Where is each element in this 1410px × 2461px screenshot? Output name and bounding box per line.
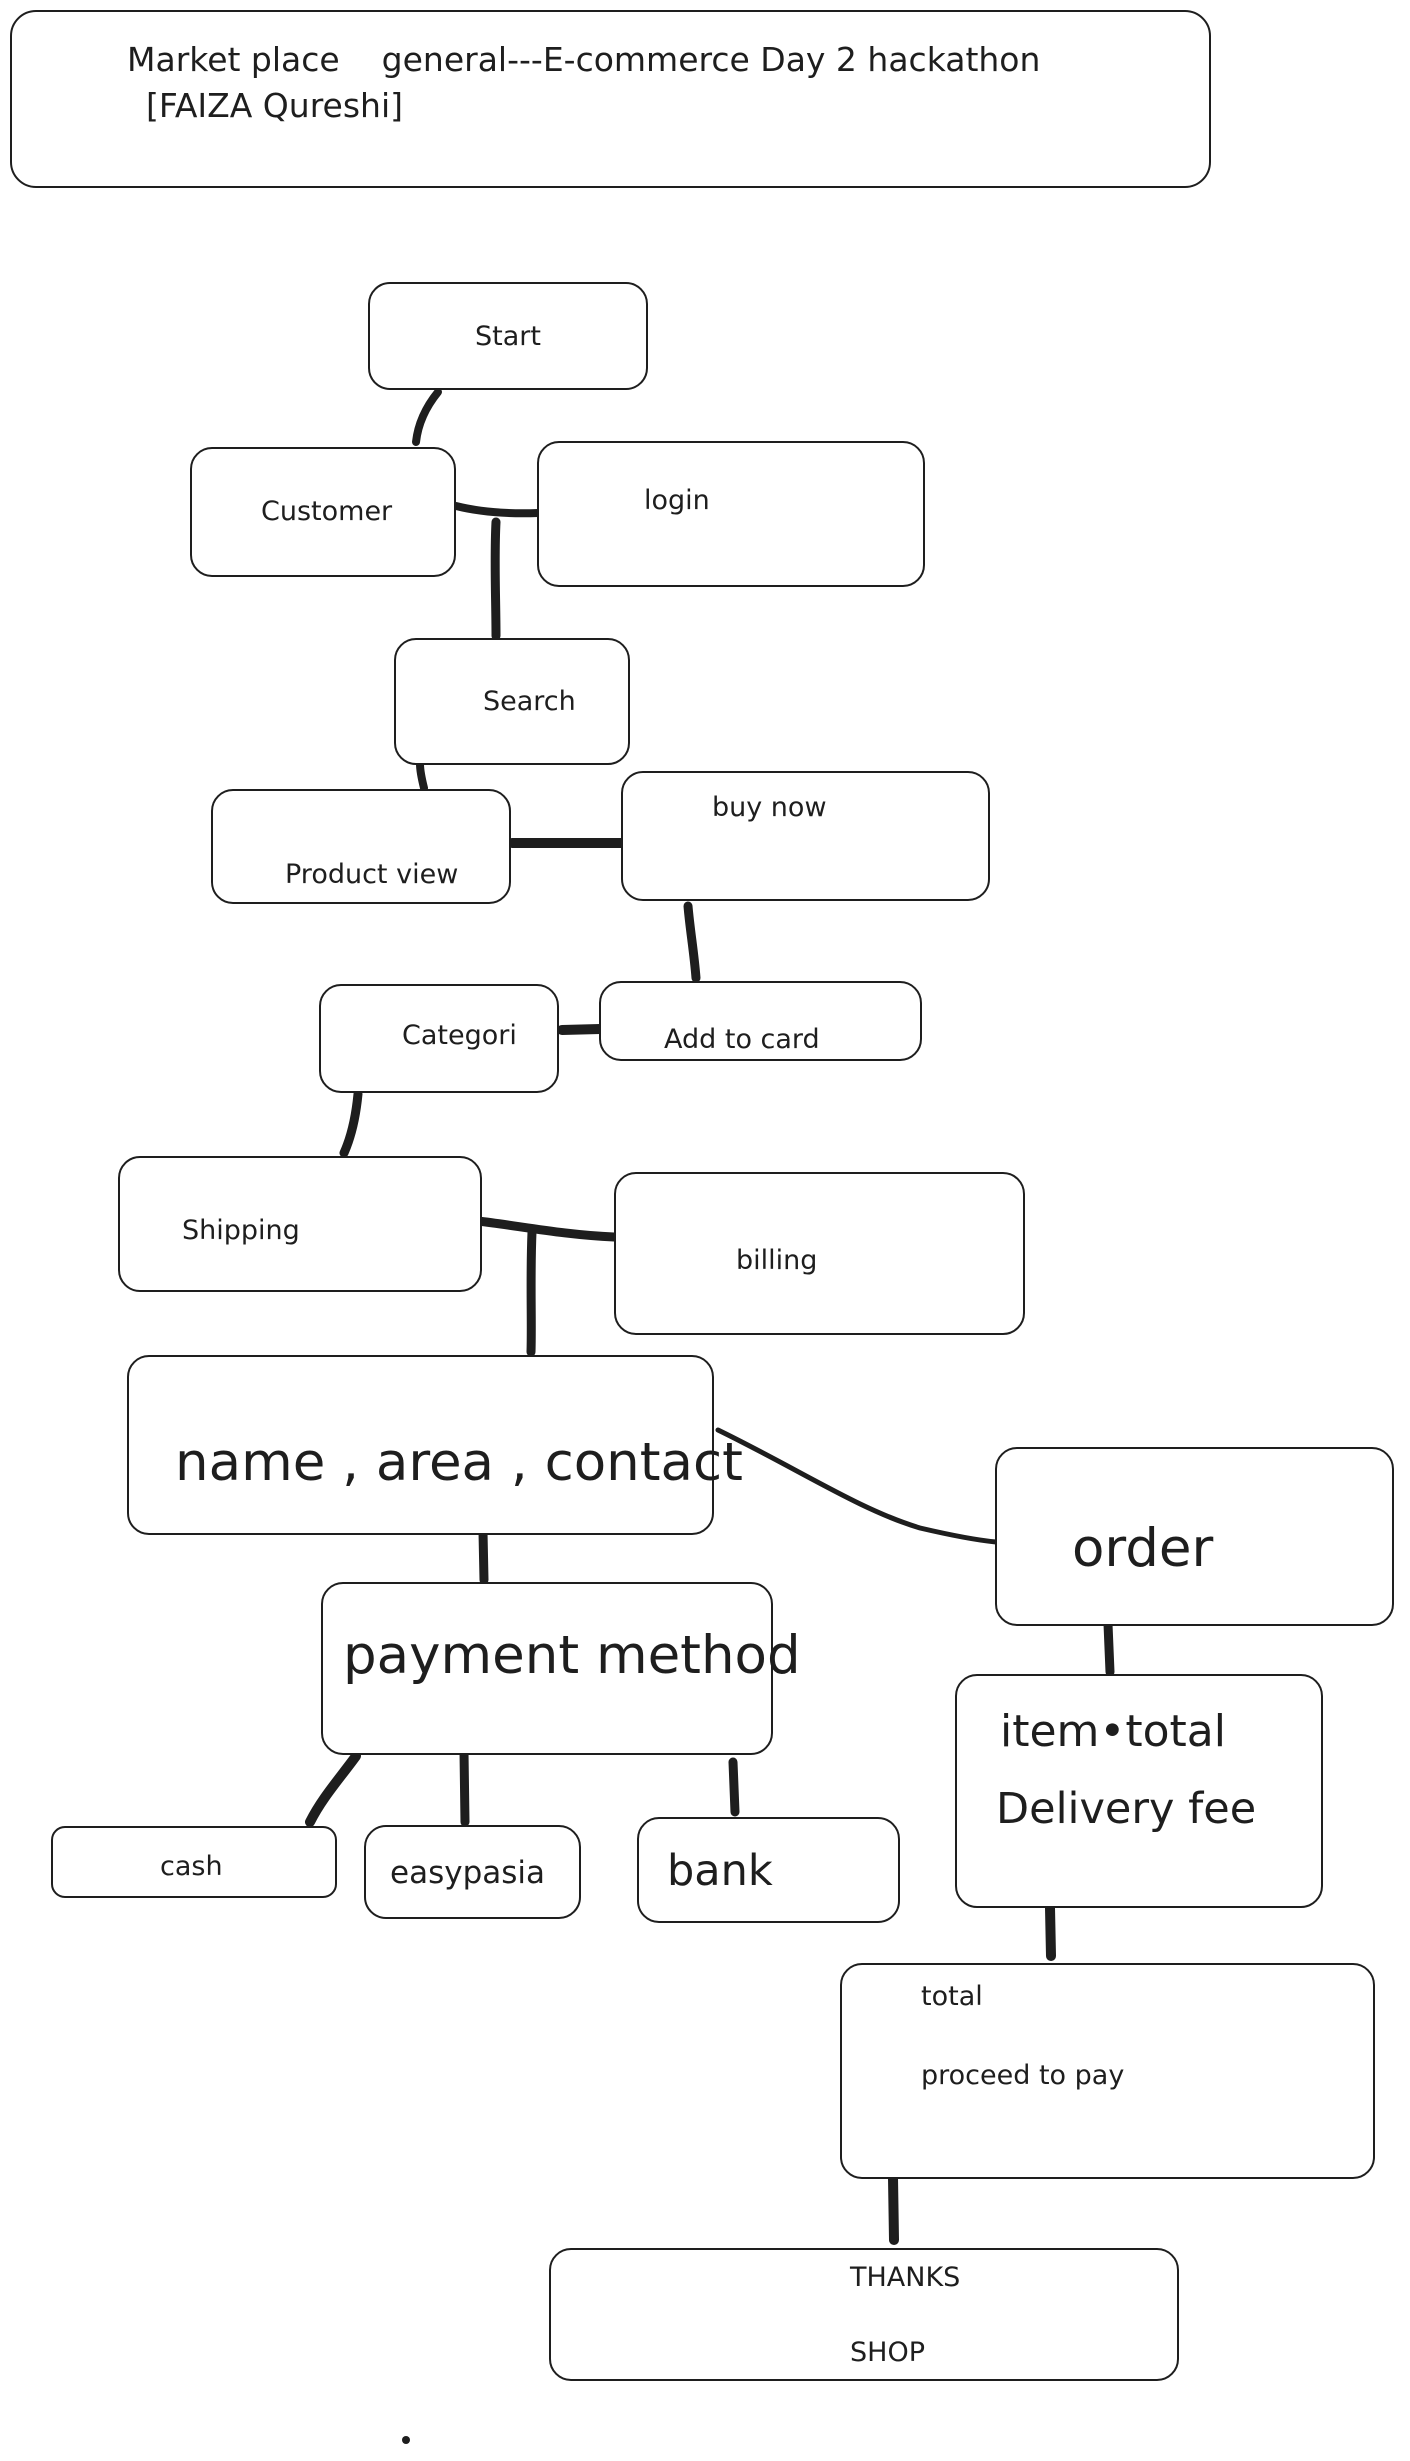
node-product-view-label: Product view <box>285 859 459 890</box>
node-login <box>537 441 925 587</box>
node-easypasia <box>364 1825 581 1919</box>
node-login-label: login <box>644 485 710 516</box>
node-shipping <box>118 1156 482 1292</box>
node-thanks-shop <box>549 2248 1179 2381</box>
node-buy-now-label: buy now <box>712 792 827 823</box>
node-add-to-card-label: Add to card <box>664 1024 820 1055</box>
edge-customer-search <box>490 517 501 641</box>
edge-order-itemtotal <box>1103 1619 1115 1677</box>
node-delivery-fee-label: Delivery fee <box>996 1784 1257 1834</box>
node-product-view <box>211 789 511 904</box>
edge-total-thanks <box>888 2173 899 2245</box>
node-categori-label: Categori <box>402 1020 517 1051</box>
edge-namearea-payment <box>478 1527 489 1585</box>
node-item-total <box>955 1674 1323 1908</box>
edge-payment-easypasia <box>459 1747 470 1827</box>
edge-payment-cash <box>305 1751 361 1827</box>
node-shipping-label: Shipping <box>182 1215 300 1246</box>
node-order <box>995 1447 1394 1626</box>
node-order-label: order <box>1072 1518 1214 1579</box>
edge-categori-addtocard <box>557 1024 605 1035</box>
author-name: [FAIZA Qureshi] <box>146 86 403 125</box>
edge-buynow-addtocard <box>683 901 701 983</box>
node-total-label: total <box>921 1981 983 2012</box>
node-bank <box>637 1817 900 1923</box>
node-thanks-label: THANKS <box>850 2262 961 2293</box>
node-start-label: Start <box>475 321 541 352</box>
node-proceed-to-pay-label: proceed to pay <box>921 2060 1125 2091</box>
edge-shipping-billing <box>473 1216 619 1242</box>
edge-search-productview <box>416 760 428 792</box>
node-cash <box>51 1826 337 1898</box>
edge-start-customer <box>412 388 442 446</box>
node-name-area-contact <box>127 1355 714 1535</box>
node-name-area-contact-label: name , area , contact <box>175 1432 743 1493</box>
edge-payment-bank <box>728 1757 740 1817</box>
node-customer <box>190 447 456 577</box>
node-cash-label: cash <box>160 1851 223 1882</box>
node-easypasia-label: easypasia <box>390 1855 545 1891</box>
node-customer-label: Customer <box>261 496 393 527</box>
edge-customer-login <box>452 502 542 518</box>
node-total <box>840 1963 1375 2179</box>
node-billing-label: billing <box>736 1245 818 1276</box>
node-buy-now <box>621 771 990 901</box>
header-box <box>10 10 1211 188</box>
node-item-total-label: item•total <box>1000 1706 1226 1757</box>
node-payment-method-label: payment method <box>343 1625 801 1686</box>
node-bank-label: bank <box>667 1846 773 1896</box>
node-shop-label: SHOP <box>850 2337 925 2368</box>
node-categori <box>319 984 559 1093</box>
diagram-title: Market place general---E-commerce Day 2 … <box>127 40 1041 79</box>
edge-categori-shipping <box>339 1089 363 1158</box>
node-search <box>394 638 630 765</box>
edge-namearea-order <box>715 1427 999 1545</box>
node-add-to-card <box>599 981 922 1061</box>
node-search-label: Search <box>483 686 576 717</box>
node-payment-method <box>321 1582 773 1755</box>
node-billing <box>614 1172 1025 1335</box>
stray-dot <box>402 2436 410 2444</box>
node-start <box>368 282 648 390</box>
edge-itemtotal-total <box>1045 1903 1056 1961</box>
edge-join-namearea <box>526 1227 537 1357</box>
